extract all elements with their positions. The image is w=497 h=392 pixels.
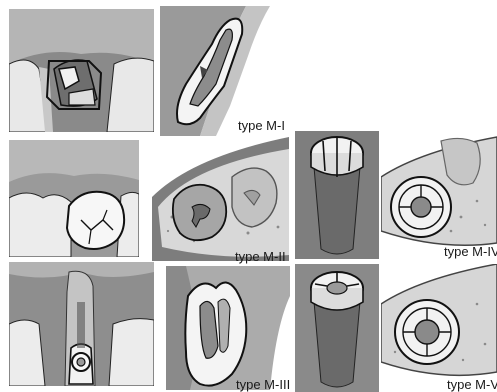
label-type-m4: type M-IV <box>444 245 497 258</box>
photo-anterior-tooth-m1 <box>9 9 154 132</box>
label-type-m3: type M-III <box>236 378 290 391</box>
xray-root-section-m1 <box>160 6 288 136</box>
photo-root-canal-m5 <box>295 264 379 392</box>
cross-section-m5 <box>381 264 497 392</box>
label-type-m2: type M-II <box>235 250 286 263</box>
cross-section-m4 <box>381 131 497 257</box>
label-type-m1: type M-I <box>238 119 285 132</box>
cross-section-m2 <box>152 137 289 261</box>
photo-root-canal-m4 <box>295 131 379 259</box>
photo-molar-tooth-m2 <box>9 140 139 257</box>
xray-root-section-m3 <box>166 266 290 390</box>
label-type-m5: type M-V <box>447 378 497 391</box>
photo-anterior-tooth-m3 <box>9 262 154 386</box>
